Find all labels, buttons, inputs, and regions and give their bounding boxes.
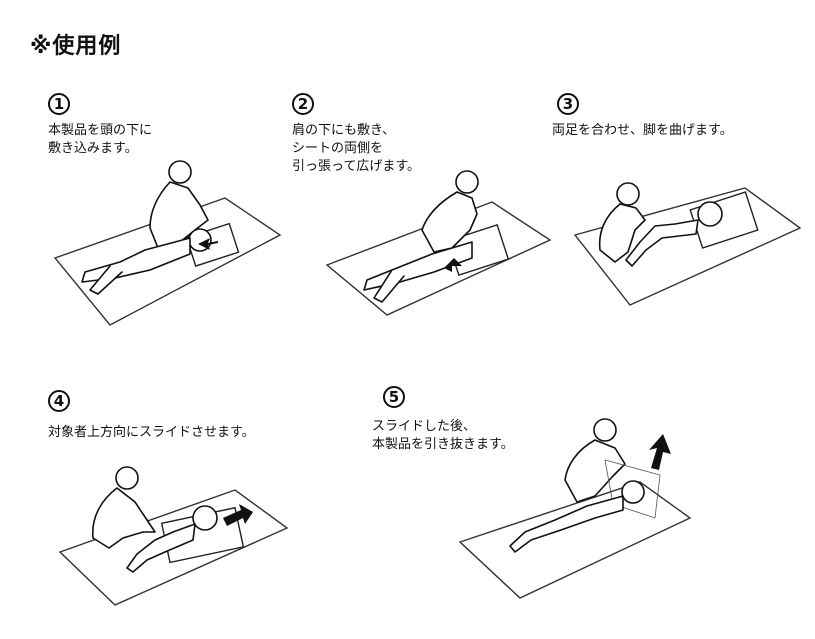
patient-head [621, 480, 645, 504]
patient-body [126, 523, 196, 573]
caregiver-body [598, 203, 646, 263]
caregiver-body [149, 181, 209, 249]
patient-body [509, 495, 624, 553]
step-instruction: 本製品を頭の下に 敷き込みます。 [48, 123, 153, 156]
step-illustration [458, 418, 692, 599]
step-illustration [573, 182, 802, 306]
caregiver-body [421, 191, 478, 253]
direction-arrow-icon [198, 238, 218, 250]
step-number-badge: 2 [292, 93, 314, 115]
page-title: ※使用例 [30, 34, 122, 59]
caregiver-head [115, 466, 139, 490]
caregiver-head [168, 160, 192, 184]
step-instruction: 両足を合わせ、脚を曲げます。 [552, 123, 733, 138]
step-illustration [53, 160, 282, 326]
sheet-being-pulled [604, 459, 661, 519]
step-number-badge: 3 [557, 93, 579, 115]
step-number-badge: 4 [48, 390, 70, 412]
step-illustration [325, 170, 552, 316]
step-instruction: 対象者上方向にスライドさせます。 [48, 425, 255, 440]
step-number-badge: 1 [48, 93, 70, 115]
caregiver-head [455, 170, 479, 194]
slide-arrow-icon [223, 504, 253, 526]
floor-mat [458, 481, 692, 599]
step-illustration [58, 466, 289, 606]
step-instruction: スライドした後、 本製品を引き抜きます。 [372, 419, 514, 452]
step-instruction: 肩の下にも敷き、 シートの両側を 引っ張って広げます。 [292, 123, 421, 174]
patient-leg [89, 265, 123, 295]
pull-arrow-icon [649, 434, 671, 470]
caregiver-head [616, 182, 640, 206]
caregiver-body [92, 487, 156, 549]
rotate-arrow-icon [444, 258, 462, 272]
patient-body [625, 219, 699, 267]
patient-head [697, 201, 723, 227]
caregiver-head [593, 418, 617, 442]
patient-leg [373, 269, 405, 303]
step-number-badge: 5 [383, 386, 405, 408]
patient-head [192, 505, 218, 531]
caregiver-body [564, 439, 626, 503]
